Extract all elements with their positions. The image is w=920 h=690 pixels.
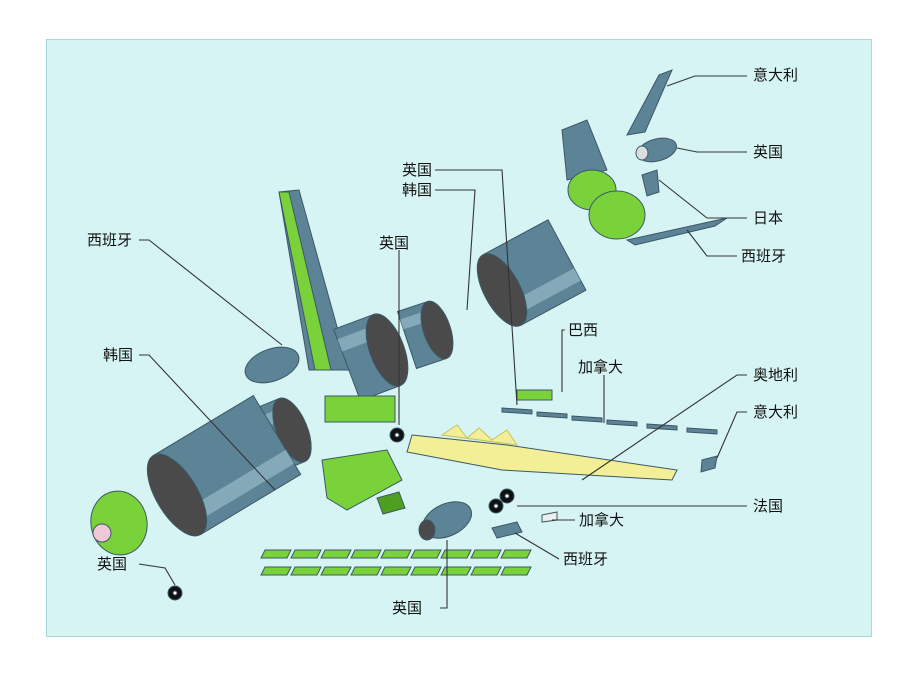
label-spain-fin: 西班牙: [87, 231, 133, 249]
horizontal-stabilizer-right: [625, 217, 728, 246]
floor-panel-a-5: [380, 549, 412, 559]
leader-italy-top: [666, 75, 747, 87]
tail-section-ring: [588, 190, 646, 240]
radome: [92, 523, 112, 543]
vertical-fin-spar: [278, 191, 332, 371]
keel-fitting: [376, 491, 406, 515]
floor-panel-a-1: [260, 549, 292, 559]
leader-uk-engine: [440, 540, 448, 609]
label-uk-fuselage: 英国: [402, 161, 433, 179]
aircraft-parts-drawing: [90, 69, 747, 609]
floor-panel-b-8: [470, 566, 502, 576]
flap-panel-4: [606, 419, 638, 427]
label-uk-tail-engine: 英国: [753, 143, 784, 161]
leader-uk-fuselage: [435, 169, 518, 406]
leader-italy-wingtip: [716, 411, 747, 459]
label-uk-nose-gear: 英国: [97, 555, 128, 573]
floor-panel-a-4: [350, 549, 382, 559]
label-italy-wingtip: 意大利: [753, 403, 799, 421]
brazil-fairing: [516, 389, 553, 401]
forward-fuselage: [146, 394, 302, 537]
floor-panel-b-9: [500, 566, 532, 576]
flap-panel-3: [571, 415, 603, 423]
tail-fin-upper: [561, 119, 608, 181]
aircraft-parts: [90, 69, 728, 601]
leader-korea-nose: [139, 354, 276, 491]
floor-panel-a-9: [500, 549, 532, 559]
floor-panel-b-5: [380, 566, 412, 576]
landing-gear-hub-4: [172, 590, 178, 596]
keel-beam: [321, 449, 403, 511]
wing-engine-inlet: [418, 519, 436, 541]
label-japan: 日本: [753, 209, 784, 227]
label-canada-flaps: 加拿大: [578, 358, 624, 376]
label-brazil: 巴西: [568, 321, 599, 339]
floor-panel-a-2: [290, 549, 322, 559]
leader-austria: [581, 374, 747, 481]
floor-panel-b-2: [290, 566, 322, 576]
floor-panel-a-8: [470, 549, 502, 559]
floor-panel-b-3: [320, 566, 352, 576]
aircraft-exploded-diagram: 意大利 英国 日本 西班牙 英国 韩国 西班牙 英国 韩国 巴西 加拿大 奥地利…: [46, 39, 872, 637]
tail-cone: [244, 346, 300, 384]
label-korea-nose: 韩国: [103, 346, 134, 364]
flap-panel-6: [686, 427, 718, 435]
label-canada-door: 加拿大: [579, 511, 625, 529]
leader-uk-tail-engine: [676, 147, 747, 153]
leader-brazil: [561, 329, 565, 392]
flap-panel-5: [646, 423, 678, 431]
tail-cone-part: [641, 169, 660, 197]
floor-panel-b-6: [410, 566, 442, 576]
leader-spain-fairing: [514, 532, 560, 560]
leader-japan: [658, 179, 747, 219]
floor-panel-b-4: [350, 566, 382, 576]
label-austria: 奥地利: [753, 366, 799, 384]
leader-spain-stabilizer: [686, 229, 737, 257]
label-france: 法国: [753, 497, 784, 515]
belly-fairing: [491, 521, 523, 539]
floor-panel-b-7: [440, 566, 472, 576]
label-uk-gear: 英国: [379, 234, 410, 252]
fuselage-barrel-3: [476, 219, 587, 327]
landing-gear-hub-2: [493, 503, 499, 509]
label-italy-top: 意大利: [753, 66, 799, 84]
landing-gear-hub-3: [504, 493, 510, 499]
flap-panel-1: [501, 407, 533, 415]
wing-leading-edge: [440, 424, 519, 446]
label-spain-fairing: 西班牙: [563, 550, 609, 568]
wingtip-part: [700, 455, 718, 473]
floor-panel-b-1: [260, 566, 292, 576]
leader-uk-nose-gear: [138, 563, 176, 586]
flap-panel-2: [536, 411, 568, 419]
horizontal-stabilizer-top: [626, 69, 673, 136]
floor-panel-a-7: [440, 549, 472, 559]
tail-engine-fan: [635, 145, 649, 161]
landing-gear-hub-1: [394, 432, 400, 438]
label-uk-engine: 英国: [392, 599, 423, 617]
center-wing-box: [324, 395, 396, 423]
leader-korea-fuselage: [435, 189, 476, 311]
label-korea-fuselage: 韩国: [402, 181, 433, 199]
main-wing: [406, 434, 678, 481]
leader-lines: [138, 75, 747, 609]
nose-section: [90, 490, 148, 556]
floor-panel-a-3: [320, 549, 352, 559]
leader-spain-fin: [139, 239, 283, 346]
fuselage-barrel-2: [396, 300, 454, 370]
floor-panel-a-6: [410, 549, 442, 559]
label-spain-stabilizer: 西班牙: [741, 247, 787, 265]
